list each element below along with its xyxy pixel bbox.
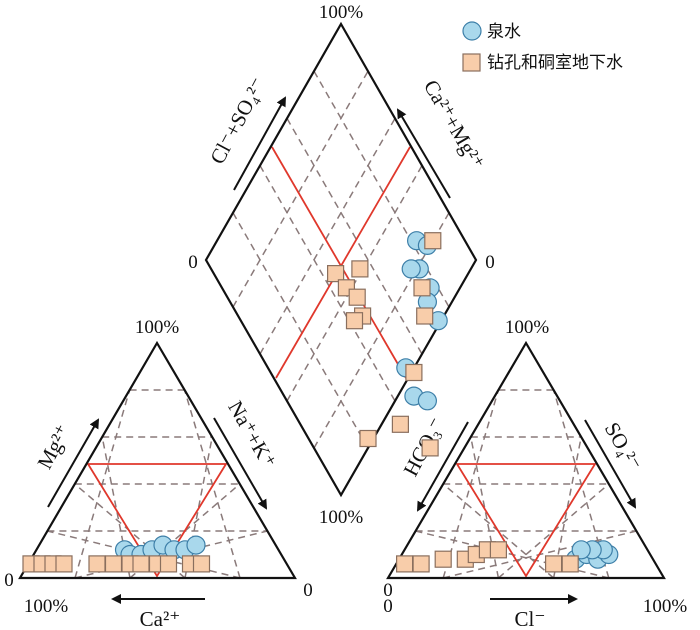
axis-label-na-k: Na⁺+K⁺	[223, 397, 281, 473]
cation-point-borehole-5	[104, 555, 123, 573]
corner-anion-left: 0	[383, 580, 393, 601]
diamond-grid-a-3	[286, 118, 423, 355]
arrow-so4	[584, 419, 636, 509]
diamond-red-line-1	[271, 146, 407, 379]
cation-point-borehole-9	[159, 555, 178, 573]
cation-point-borehole-11	[192, 555, 211, 573]
axis-label-ca-mg: Ca²⁺+Mg²⁺	[419, 76, 489, 174]
corner-cation-bottom-left: 100%	[24, 596, 69, 617]
anion-point-borehole-0	[396, 555, 414, 573]
legend-label-2: 钻孔和硐室地下水	[487, 53, 623, 73]
diamond-point-spring-3	[401, 259, 421, 279]
arrow-hco3	[417, 421, 469, 512]
diamond-point-borehole-8	[416, 307, 434, 325]
diamond-point-borehole-5	[345, 312, 364, 330]
arrow-ca-mg	[396, 108, 451, 199]
axis-label-cl-so4: Cl⁻+SO₄²⁻	[205, 73, 270, 168]
corner-cation-left: 0	[4, 570, 14, 591]
diamond-red-line-2	[275, 146, 411, 379]
cation-point-spring-7	[186, 535, 206, 555]
corner-anion-top: 100%	[505, 317, 550, 338]
cation-triangle-outline	[18, 340, 297, 580]
anion-triangle-outline	[386, 340, 666, 580]
arrow-mg	[47, 418, 99, 508]
anion-point-borehole-8	[561, 555, 579, 573]
legend-marker-square	[462, 53, 481, 72]
arrow-na-k	[213, 417, 268, 510]
anion-point-borehole-2	[434, 550, 452, 568]
diamond-point-borehole-7	[413, 279, 431, 297]
diamond-point-spring-9	[417, 391, 437, 411]
cation-point-borehole-7	[132, 555, 150, 573]
corner-diamond-right: 0	[485, 252, 495, 273]
anion-inner-triangle	[455, 463, 597, 578]
axis-label-ca: Ca²⁺	[140, 607, 181, 630]
corner-cation-right: 0	[303, 580, 313, 601]
axis-label-so4: SO₄²⁻	[600, 418, 647, 475]
anion-point-borehole-1	[412, 555, 430, 573]
diamond-point-borehole-10	[391, 415, 409, 433]
data-points	[22, 231, 619, 573]
diamond-grid-b-1	[232, 70, 369, 308]
diamond-grid-a-4	[313, 70, 450, 308]
corner-diamond-top: 100%	[319, 2, 364, 23]
classification-lines	[86, 146, 597, 578]
diamond-point-borehole-11	[359, 429, 377, 448]
cation-inner-triangle	[86, 463, 228, 578]
diamond-point-borehole-3	[348, 288, 366, 306]
diamond-point-borehole-9	[405, 363, 423, 382]
diamond-grid-a-2	[259, 165, 396, 402]
diamond-grid-b-2	[259, 118, 396, 355]
anion-grid-b-4	[552, 389, 610, 579]
legend-marker-circle	[462, 21, 482, 41]
diamond-point-borehole-1	[351, 260, 369, 278]
corner-diamond-bottom: 100%	[319, 507, 364, 528]
anion-point-borehole-6	[489, 541, 507, 559]
legend: 泉水 钻孔和硐室地下水	[462, 21, 623, 73]
cation-point-borehole-4	[88, 555, 106, 573]
diamond-outline	[204, 21, 478, 498]
legend-label-1: 泉水	[487, 22, 521, 42]
axis-label-cl: Cl⁻	[515, 607, 546, 630]
corner-anion-bottom-left: 0	[383, 596, 393, 617]
anion-point-spring-6	[571, 540, 591, 560]
arrow-cl-so4	[233, 96, 286, 191]
corner-anion-bottom-right: 100%	[643, 596, 688, 617]
anion-point-borehole-7	[544, 555, 563, 573]
cation-grid-b-4	[183, 389, 241, 579]
corner-cation-top: 100%	[135, 317, 180, 338]
diamond-grid-a-1	[232, 212, 369, 449]
axis-label-mg: Mg²⁺	[32, 421, 75, 473]
diamond-point-borehole-6	[424, 232, 442, 250]
axis-arrows	[47, 96, 636, 604]
diamond-point-borehole-0	[327, 265, 345, 283]
diamond-grid-b-4	[313, 212, 450, 449]
diamond-point-borehole-12	[421, 439, 439, 457]
cation-point-borehole-3	[55, 555, 73, 573]
corner-diamond-left: 0	[188, 252, 198, 273]
